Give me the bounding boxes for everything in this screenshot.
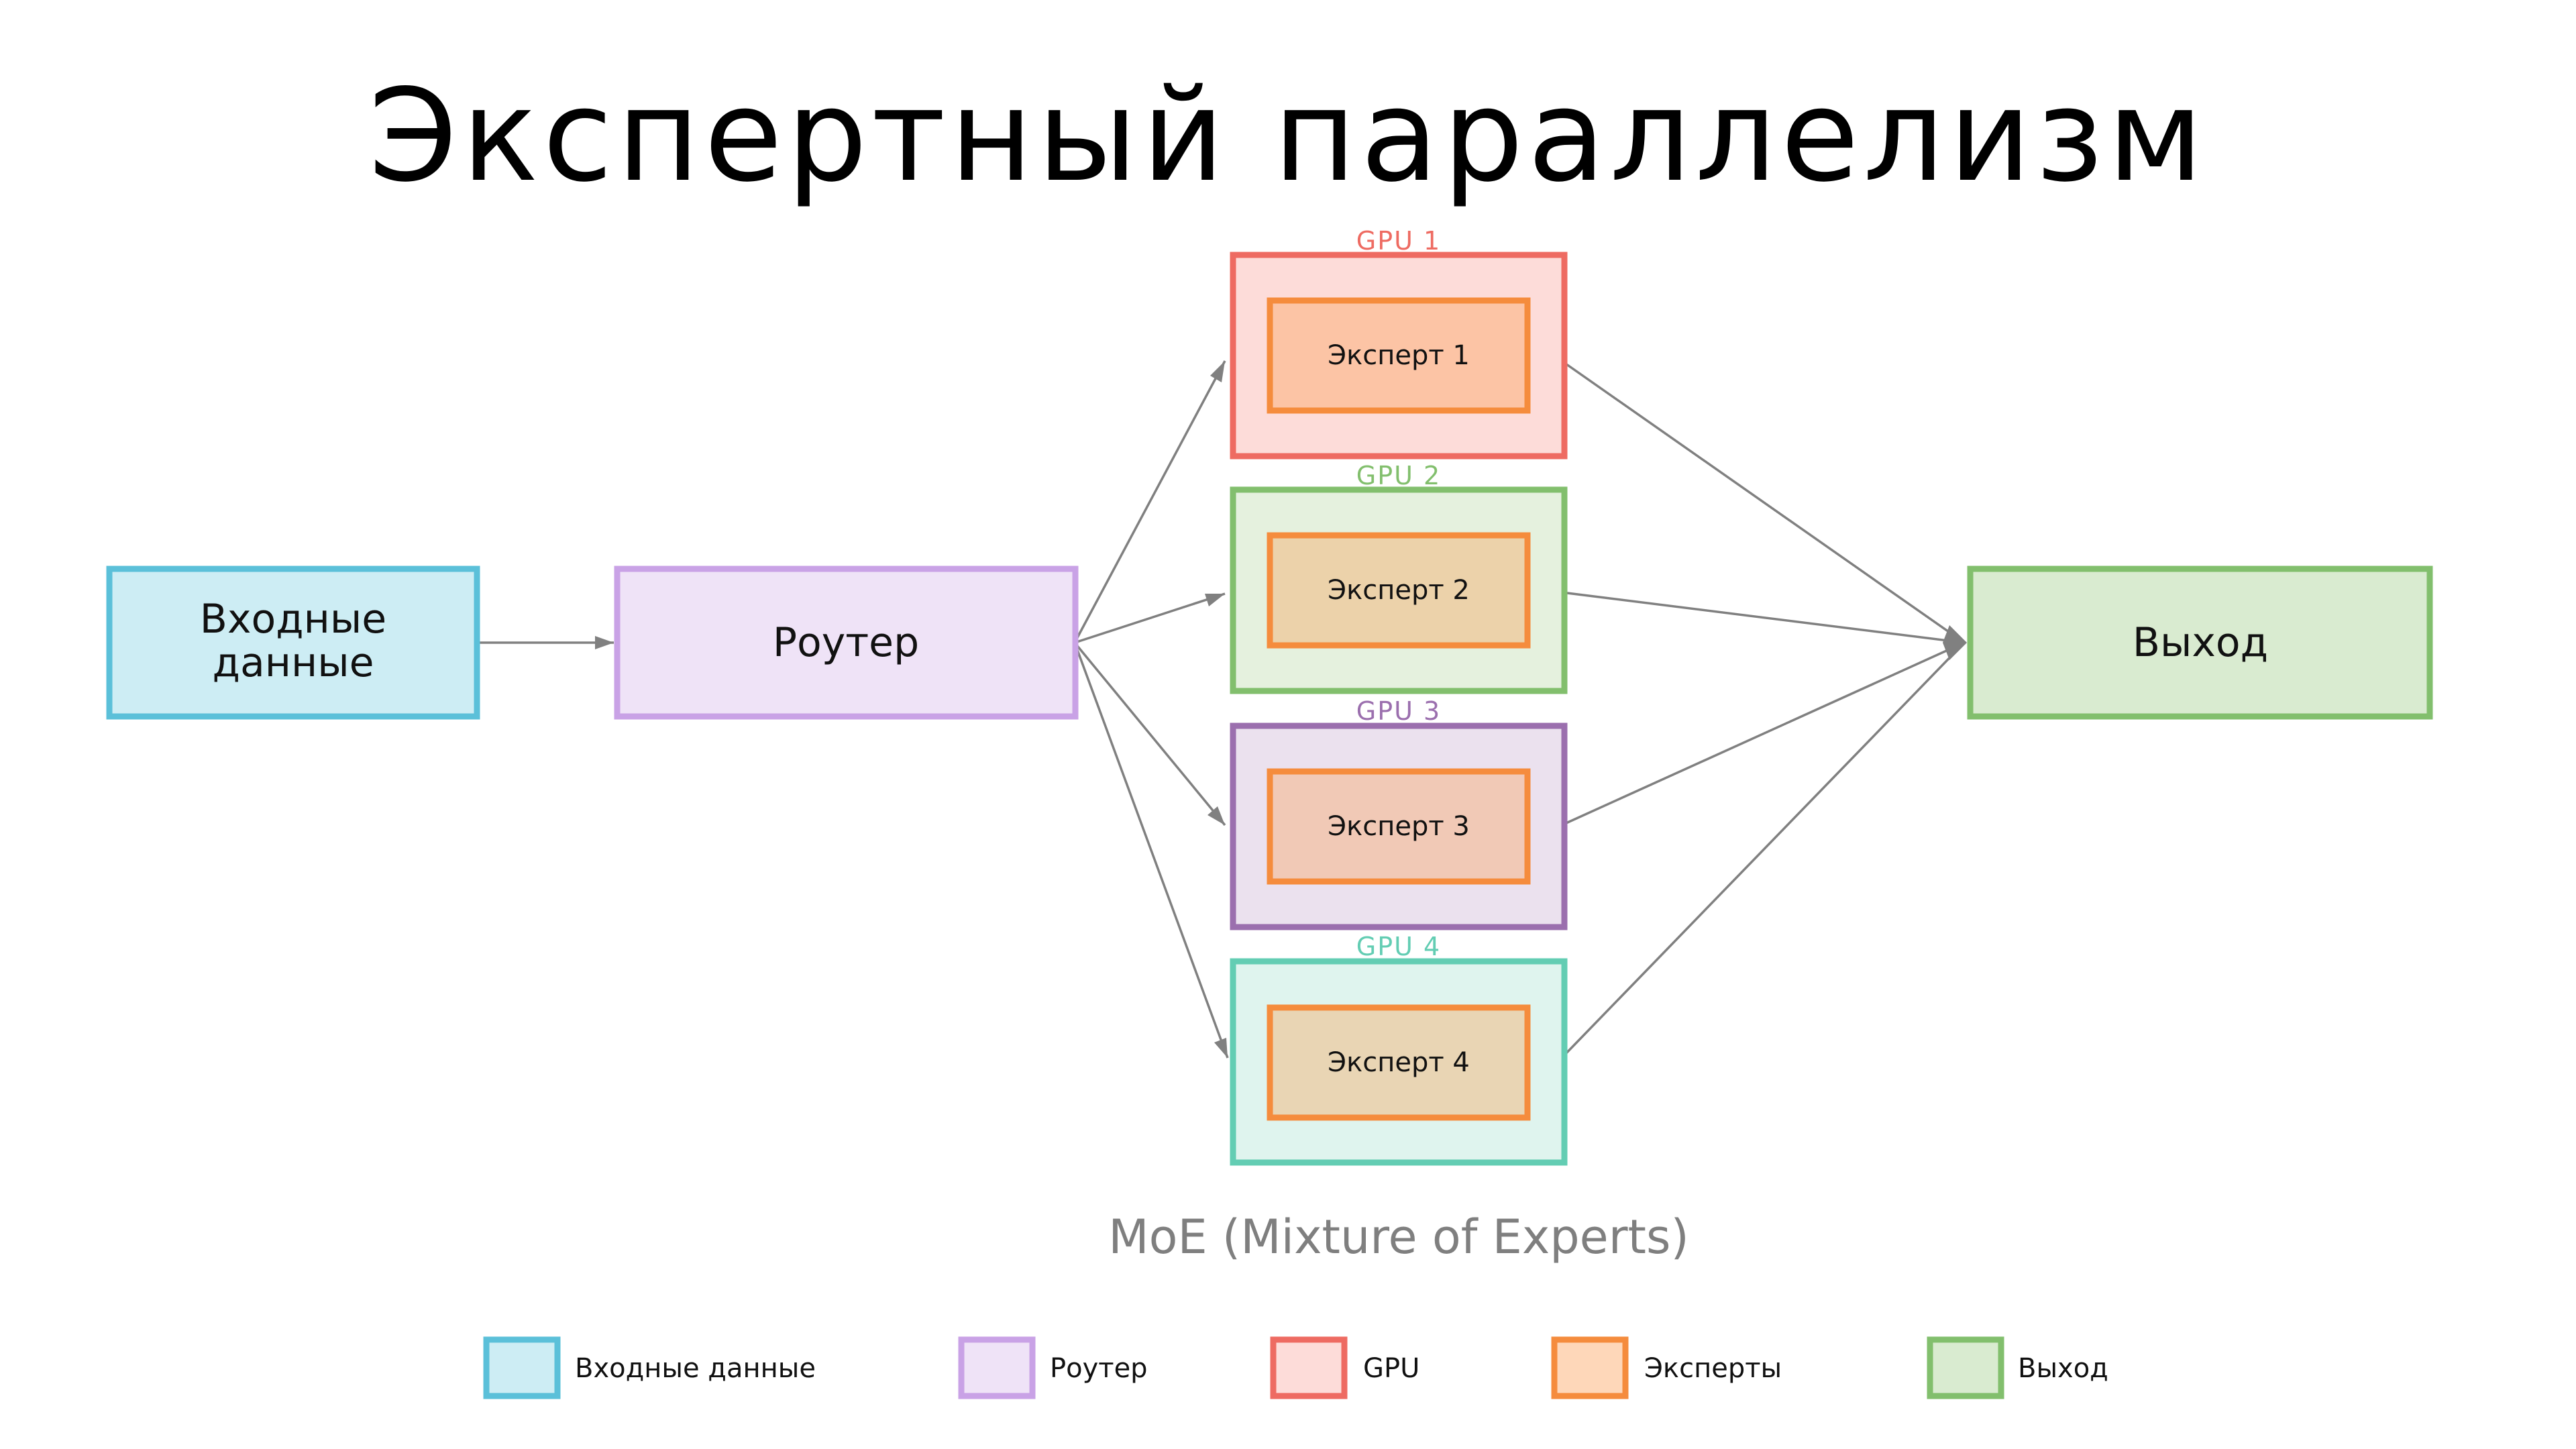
expert-4-label: Эксперт 4 xyxy=(1328,1047,1470,1078)
router-box xyxy=(614,566,1079,720)
gpu-2-group: GPU 2 Эксперт 2 xyxy=(1230,461,1568,694)
gpu-3-label: GPU 3 xyxy=(1356,696,1441,726)
router-node: Роутер xyxy=(614,566,1079,720)
input-label-line-2: данные xyxy=(213,639,374,686)
arrow-router-gpu4 xyxy=(1214,1038,1228,1058)
legend-item-gpu: GPU xyxy=(1270,1336,1419,1399)
expert-3-label: Эксперт 3 xyxy=(1328,811,1470,842)
edge-gpu4-output xyxy=(1560,641,1966,1059)
legend-item-input: Входные данные xyxy=(483,1336,816,1399)
expert-4-box xyxy=(1267,1004,1531,1121)
legend-label-input: Входные данные xyxy=(575,1353,816,1384)
edge-gpu3-output xyxy=(1561,641,1965,826)
output-label: Выход xyxy=(2133,619,2268,666)
edge-gpu2-output xyxy=(1561,591,1965,644)
legend: Входные данные Роутер GPU Эксперты Выход xyxy=(483,1336,2108,1399)
expert-2-box xyxy=(1267,532,1531,649)
gpu-4-label: GPU 4 xyxy=(1356,932,1441,961)
arrow-router-gpu2 xyxy=(1205,594,1225,606)
legend-item-experts: Эксперты xyxy=(1551,1336,1782,1399)
router-label: Роутер xyxy=(773,619,919,666)
gpu-1-label: GPU 1 xyxy=(1356,226,1441,256)
edge-router-gpu3 xyxy=(1073,641,1226,826)
arrow-input-router xyxy=(595,636,614,649)
gpu-3-group: GPU 3 Эксперт 3 xyxy=(1230,696,1568,930)
legend-item-output: Выход xyxy=(1927,1336,2108,1399)
legend-label-output: Выход xyxy=(2018,1353,2108,1384)
input-label-line-1: Входные xyxy=(200,596,386,643)
input-node: Входные данные xyxy=(106,566,480,720)
output-node: Выход xyxy=(1967,566,2433,720)
expert-3-box xyxy=(1267,768,1531,885)
legend-swatch-output xyxy=(1927,1336,2004,1399)
edge-gpu1-output xyxy=(1560,360,1966,644)
legend-item-router: Роутер xyxy=(958,1336,1148,1399)
edge-router-gpu4 xyxy=(1073,642,1229,1059)
legend-swatch-experts xyxy=(1551,1336,1629,1399)
arrow-router-gpu1 xyxy=(1210,361,1225,382)
page-title: Экспертный параллелизм xyxy=(368,62,2207,210)
expert-2-label: Эксперт 2 xyxy=(1328,575,1470,606)
gpu-1-group: GPU 1 Эксперт 1 xyxy=(1230,226,1568,460)
expert-1-box xyxy=(1267,297,1531,414)
output-box xyxy=(1967,566,2433,720)
legend-label-experts: Эксперты xyxy=(1644,1353,1782,1384)
gpu-2-label: GPU 2 xyxy=(1356,461,1441,490)
legend-swatch-router xyxy=(958,1336,1036,1399)
legend-label-gpu: GPU xyxy=(1363,1353,1419,1384)
edge-router-gpu1 xyxy=(1073,360,1226,643)
legend-label-router: Роутер xyxy=(1050,1353,1148,1384)
arrow-into-output xyxy=(1943,625,1967,660)
expert-1-label: Эксперт 1 xyxy=(1328,340,1470,371)
legend-swatch-input xyxy=(483,1336,561,1399)
diagram-caption: MoE (Mixture of Experts) xyxy=(1108,1210,1689,1265)
edges xyxy=(478,360,1967,1059)
edge-router-gpu2 xyxy=(1074,592,1226,644)
gpu-4-group: GPU 4 Эксперт 4 xyxy=(1230,932,1568,1166)
legend-swatch-gpu xyxy=(1270,1336,1348,1399)
arrow-router-gpu3 xyxy=(1208,806,1225,825)
input-box xyxy=(106,566,480,720)
